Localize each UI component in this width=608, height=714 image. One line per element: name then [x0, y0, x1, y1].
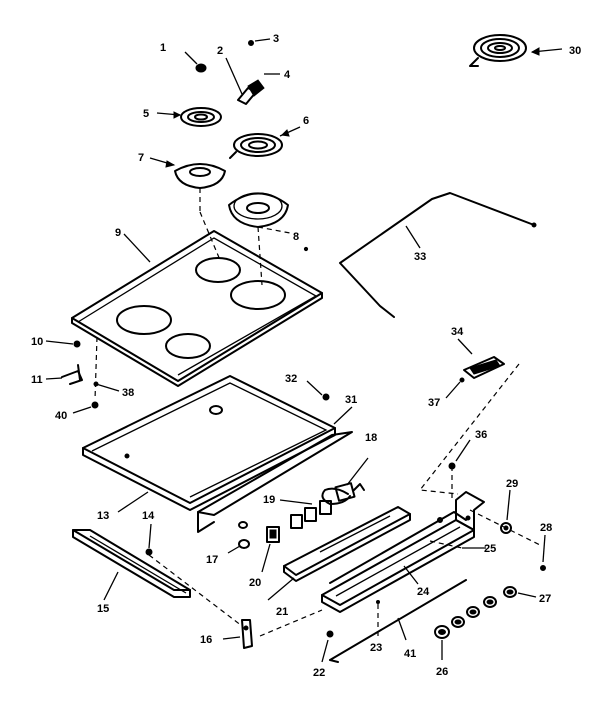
- callout-31: 31: [345, 394, 357, 406]
- callout-10: 10: [31, 336, 43, 348]
- callout-41: 41: [404, 648, 416, 660]
- part-5-small-element: [156, 107, 222, 127]
- callout-26: 26: [436, 666, 448, 678]
- callout-37: 37: [428, 397, 440, 409]
- callout-24: 24: [417, 586, 430, 598]
- part-37-screw: [445, 377, 465, 399]
- callout-17: 17: [206, 554, 218, 566]
- callout-19: 19: [263, 494, 275, 506]
- part-24-housing: [321, 491, 486, 613]
- part-27-knobs: [451, 586, 537, 628]
- callout-27: 27: [539, 593, 551, 605]
- part-3-screw: [248, 38, 271, 46]
- part-15-lower-trim: [72, 529, 191, 601]
- callout-34: 34: [451, 326, 464, 338]
- part-36-screw: [448, 439, 471, 500]
- part-18-wire-harness: [321, 457, 369, 505]
- callout-25: 25: [484, 543, 496, 555]
- callout-8: 8: [293, 231, 299, 243]
- part-6-large-element: [229, 126, 301, 159]
- part-7-small-drip-pan: [149, 157, 226, 189]
- part-30-element: [469, 34, 563, 67]
- callout-4: 4: [284, 69, 291, 81]
- callout-labels: 1 2 3 4 5 6 7 8 9 10 11 13 14 15 16 17 1…: [31, 33, 581, 679]
- callout-22: 22: [313, 667, 325, 679]
- callout-40: 40: [55, 410, 67, 422]
- part-21-panel: [267, 506, 411, 601]
- part-10-screw: [45, 340, 81, 348]
- callout-20: 20: [249, 577, 261, 589]
- callout-7: 7: [138, 152, 144, 164]
- part-38-screw: [93, 336, 120, 401]
- part-40-screw: [72, 401, 99, 414]
- part-11-clip: [45, 364, 83, 385]
- part-4-block: [247, 73, 280, 97]
- part-14-screw: [145, 523, 243, 627]
- part-41-rod: [329, 579, 467, 663]
- callout-6: 6: [303, 115, 309, 127]
- part-29-grommet: [500, 489, 512, 534]
- callout-2: 2: [217, 45, 223, 57]
- part-34-bracket: [457, 338, 505, 379]
- callout-36: 36: [475, 429, 487, 441]
- part-31-trim: [197, 406, 353, 533]
- callout-30: 30: [569, 45, 581, 57]
- part-2-terminal: [225, 57, 257, 105]
- callout-29: 29: [506, 478, 518, 490]
- part-1-knob: [184, 51, 207, 73]
- callout-28: 28: [540, 522, 552, 534]
- callout-11: 11: [31, 374, 43, 386]
- callout-15: 15: [97, 603, 109, 615]
- callout-5: 5: [143, 108, 149, 120]
- part-9-cooktop: [71, 230, 323, 387]
- callout-13: 13: [97, 510, 109, 522]
- callout-14: 14: [142, 510, 155, 522]
- part-23-screw: [376, 600, 380, 636]
- part-19-switches: [279, 499, 332, 529]
- part-13-liner: [82, 375, 336, 513]
- callout-3: 3: [273, 33, 279, 45]
- part-8-large-drip-pan: [228, 192, 309, 252]
- part-32-screw: [306, 380, 330, 401]
- part-22-screw: [321, 630, 334, 663]
- callout-33: 33: [414, 251, 426, 263]
- callout-23: 23: [370, 642, 382, 654]
- callout-16: 16: [200, 634, 212, 646]
- part-26-knob: [434, 625, 450, 660]
- part-28-screw: [540, 534, 546, 571]
- part-20-switch: [261, 526, 280, 573]
- callout-21: 21: [276, 606, 288, 618]
- part-33-rod: [339, 192, 537, 318]
- part-16-bracket: [222, 619, 253, 649]
- part-17-knob: [227, 521, 250, 554]
- callout-32: 32: [285, 373, 297, 385]
- callout-9: 9: [115, 227, 121, 239]
- callout-18: 18: [365, 432, 377, 444]
- callout-1: 1: [160, 42, 166, 54]
- callout-38: 38: [122, 387, 134, 399]
